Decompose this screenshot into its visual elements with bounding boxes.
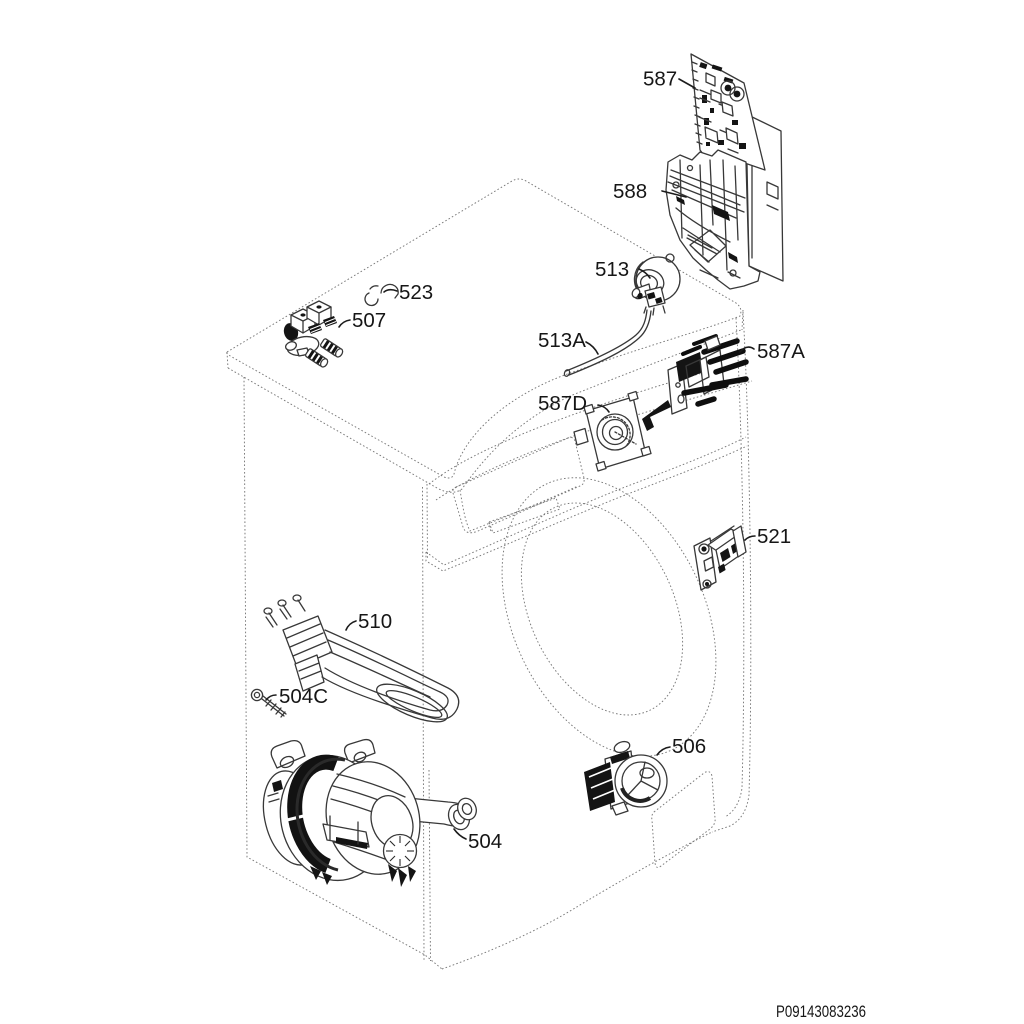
- svg-text:507: 507: [352, 309, 386, 332]
- svg-text:504: 504: [468, 830, 502, 853]
- svg-text:510: 510: [358, 610, 392, 633]
- svg-text:588: 588: [613, 180, 647, 203]
- svg-text:523: 523: [399, 281, 433, 304]
- svg-text:504C: 504C: [279, 685, 328, 708]
- svg-text:587A: 587A: [757, 340, 805, 363]
- svg-text:506: 506: [672, 735, 706, 758]
- svg-text:521: 521: [757, 525, 791, 548]
- svg-text:587D: 587D: [538, 392, 587, 415]
- svg-text:513A: 513A: [538, 329, 586, 352]
- svg-text:P09143083236: P09143083236: [776, 1002, 866, 1021]
- svg-text:587: 587: [643, 68, 677, 91]
- svg-text:513: 513: [595, 258, 629, 281]
